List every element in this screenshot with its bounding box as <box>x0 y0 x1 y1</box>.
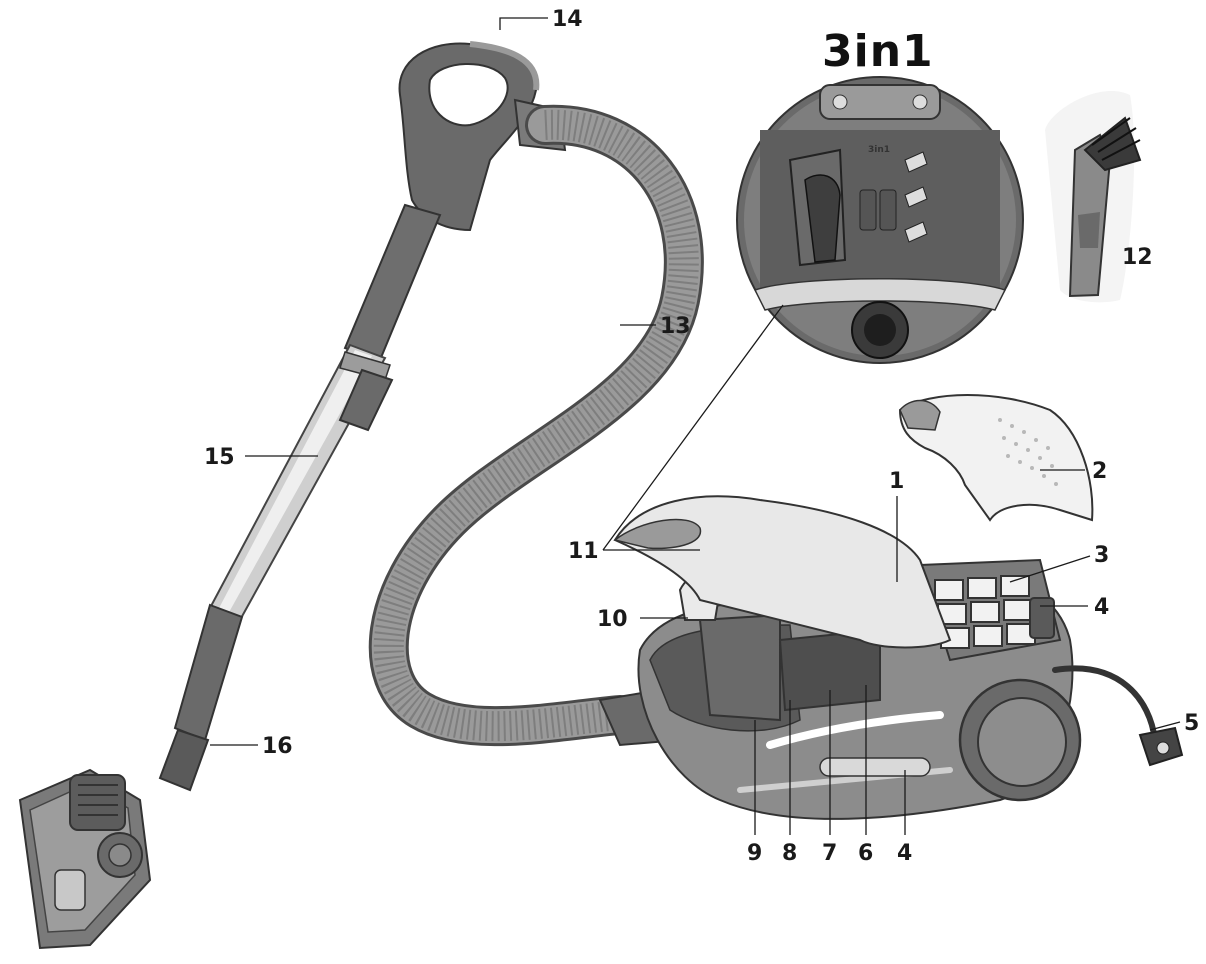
callout-12: 12 <box>1122 245 1153 270</box>
callout-11: 11 <box>568 539 599 564</box>
dusting-brush <box>1045 90 1142 303</box>
callout-4-bottom: 4 <box>897 841 912 866</box>
callout-5: 5 <box>1184 711 1199 736</box>
power-cable <box>1052 665 1184 767</box>
callout-4-top: 4 <box>1094 595 1109 620</box>
lid <box>613 495 952 649</box>
callout-3: 3 <box>1094 543 1109 568</box>
callout-15: 15 <box>204 445 235 470</box>
callout-14: 14 <box>552 7 583 32</box>
callout-1: 1 <box>889 469 904 494</box>
telescopic-tube <box>158 203 442 792</box>
motor-cover <box>898 394 1094 522</box>
title-3in1: 3in1 <box>822 26 934 77</box>
inset-label-3in1: 3in1 <box>868 145 890 155</box>
callout-6: 6 <box>858 841 873 866</box>
callout-9: 9 <box>747 841 762 866</box>
storage-inset: 3in1 <box>736 76 1024 364</box>
callout-13: 13 <box>660 314 691 339</box>
callout-10: 10 <box>597 607 628 632</box>
callout-numbers: 14 13 15 16 12 1 2 3 4 5 11 10 9 8 7 6 4 <box>204 7 1199 866</box>
callout-2: 2 <box>1092 459 1107 484</box>
callout-7: 7 <box>822 841 837 866</box>
callout-16: 16 <box>262 734 293 759</box>
leader-lines <box>210 17 1181 835</box>
callout-8: 8 <box>782 841 797 866</box>
floor-nozzle <box>18 768 152 950</box>
